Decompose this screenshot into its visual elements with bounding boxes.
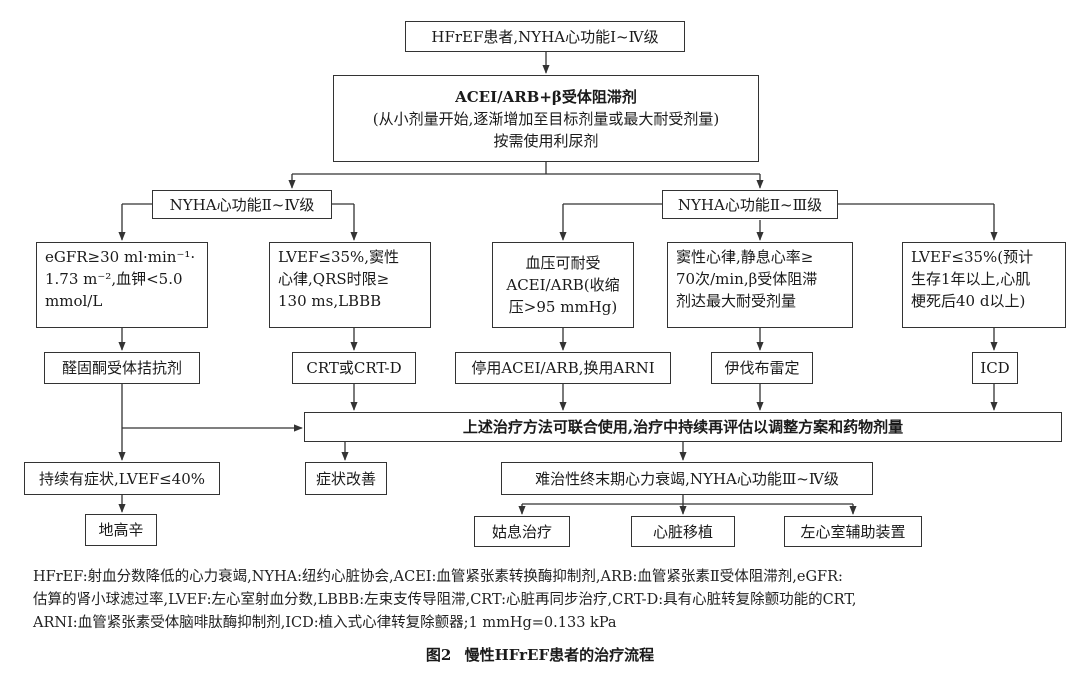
- therapy-line3: 按需使用利尿剂: [493, 131, 599, 150]
- bp-criteria-node: 血压可耐受 ACEI/ARB(收缩 压>95 mmHg): [492, 242, 634, 328]
- sinus-hr-criteria-node: 窦性心律,静息心率≥ 70次/min,β受体阻滞 剂达最大耐受剂量: [667, 242, 853, 328]
- therapy-line2: (从小剂量开始,逐渐增加至目标剂量或最大耐受剂量): [372, 109, 720, 128]
- crt-label: CRT或CRT-D: [306, 359, 402, 377]
- arni-node: 停用ACEI/ARB,换用ARNI: [455, 352, 671, 384]
- lvad-node: 左心室辅助装置: [784, 516, 922, 547]
- lvef-icd-criteria-node: LVEF≤35%(预计 生存1年以上,心肌 梗死后40 d以上): [902, 242, 1066, 328]
- bp-line1: 血压可耐受: [525, 254, 601, 272]
- improve-node: 症状改善: [305, 462, 387, 495]
- palliative-node: 姑息治疗: [474, 516, 570, 547]
- lvef-icd-line2: 生存1年以上,心肌: [911, 270, 1031, 288]
- bp-line3: 压>95 mmHg): [508, 298, 618, 316]
- lvef-crt-line2: 心律,QRS时限≥: [278, 270, 390, 288]
- caption-line2: 估算的肾小球滤过率,LVEF:左心室射血分数,LBBB:左束支传导阻滞,CRT:…: [33, 592, 857, 608]
- combine-node: 上述治疗方法可联合使用,治疗中持续再评估以调整方案和药物剂量: [304, 412, 1062, 442]
- lvef-crt-line1: LVEF≤35%,窦性: [278, 248, 400, 266]
- lvad-label: 左心室辅助装置: [800, 522, 906, 541]
- nyha-2-4-node: NYHA心功能Ⅱ~Ⅳ级: [152, 190, 332, 219]
- start-node: HFrEF患者,NYHA心功能Ⅰ~Ⅳ级: [405, 21, 685, 52]
- sinus-hr-line1: 窦性心律,静息心率≥: [676, 248, 814, 266]
- transplant-node: 心脏移植: [631, 516, 735, 547]
- bp-line2: ACEI/ARB(收缩: [506, 276, 620, 294]
- egfr-line2: 1.73 m⁻²,血钾<5.0: [45, 270, 183, 288]
- digoxin-label: 地高辛: [98, 521, 144, 539]
- refractory-node: 难治性终末期心力衰竭,NYHA心功能Ⅲ~Ⅳ级: [501, 462, 873, 495]
- arni-label: 停用ACEI/ARB,换用ARNI: [471, 359, 655, 377]
- persist-node: 持续有症状,LVEF≤40%: [24, 462, 220, 495]
- sinus-hr-line2: 70次/min,β受体阻滞: [676, 270, 818, 288]
- therapy-node: ACEI/ARB+β受体阻滞剂 (从小剂量开始,逐渐增加至目标剂量或最大耐受剂量…: [333, 75, 759, 162]
- ivabradine-node: 伊伐布雷定: [711, 352, 813, 384]
- improve-label: 症状改善: [315, 469, 376, 488]
- egfr-line1: eGFR≥30 ml·min⁻¹·: [45, 248, 196, 266]
- crt-node: CRT或CRT-D: [292, 352, 416, 384]
- figure-label: 图2: [425, 646, 452, 664]
- icd-node: ICD: [972, 352, 1018, 384]
- combine-label: 上述治疗方法可联合使用,治疗中持续再评估以调整方案和药物剂量: [462, 418, 904, 436]
- mra-node: 醛固酮受体拮抗剂: [44, 352, 200, 384]
- digoxin-node: 地高辛: [85, 514, 157, 546]
- figure-title-text: 慢性HFrEF患者的治疗流程: [464, 646, 655, 664]
- start-label: HFrEF患者,NYHA心功能Ⅰ~Ⅳ级: [431, 27, 659, 46]
- lvef-icd-line3: 梗死后40 d以上): [911, 292, 1026, 310]
- lvef-icd-line1: LVEF≤35%(预计: [911, 248, 1034, 266]
- lvef-crt-line3: 130 ms,LBBB: [278, 292, 382, 310]
- palliative-label: 姑息治疗: [491, 522, 552, 541]
- persist-label: 持续有症状,LVEF≤40%: [38, 469, 206, 488]
- lvef-crt-criteria-node: LVEF≤35%,窦性 心律,QRS时限≥ 130 ms,LBBB: [269, 242, 431, 328]
- therapy-line1: ACEI/ARB+β受体阻滞剂: [455, 87, 637, 106]
- egfr-criteria-node: eGFR≥30 ml·min⁻¹· 1.73 m⁻²,血钾<5.0 mmol/L: [36, 242, 208, 328]
- caption-line3: ARNI:血管紧张素受体脑啡肽酶抑制剂,ICD:植入式心律转复除颤器;1 mmH…: [33, 615, 617, 631]
- refractory-label: 难治性终末期心力衰竭,NYHA心功能Ⅲ~Ⅳ级: [535, 469, 839, 488]
- nyha-2-4-label: NYHA心功能Ⅱ~Ⅳ级: [169, 195, 315, 214]
- sinus-hr-line3: 剂达最大耐受剂量: [676, 292, 797, 310]
- egfr-line3: mmol/L: [45, 292, 103, 310]
- icd-label: ICD: [980, 359, 1010, 377]
- caption-line1: HFrEF:射血分数降低的心力衰竭,NYHA:纽约心脏协会,ACEI:血管紧张素…: [33, 569, 843, 585]
- abbreviation-note: HFrEF:射血分数降低的心力衰竭,NYHA:纽约心脏协会,ACEI:血管紧张素…: [33, 566, 1048, 635]
- mra-label: 醛固酮受体拮抗剂: [61, 359, 182, 377]
- nyha-2-3-node: NYHA心功能Ⅱ~Ⅲ级: [662, 190, 838, 219]
- figure-title: 图2 慢性HFrEF患者的治疗流程: [0, 644, 1080, 665]
- nyha-2-3-label: NYHA心功能Ⅱ~Ⅲ级: [677, 195, 823, 214]
- transplant-label: 心脏移植: [652, 522, 713, 541]
- ivabradine-label: 伊伐布雷定: [724, 359, 800, 377]
